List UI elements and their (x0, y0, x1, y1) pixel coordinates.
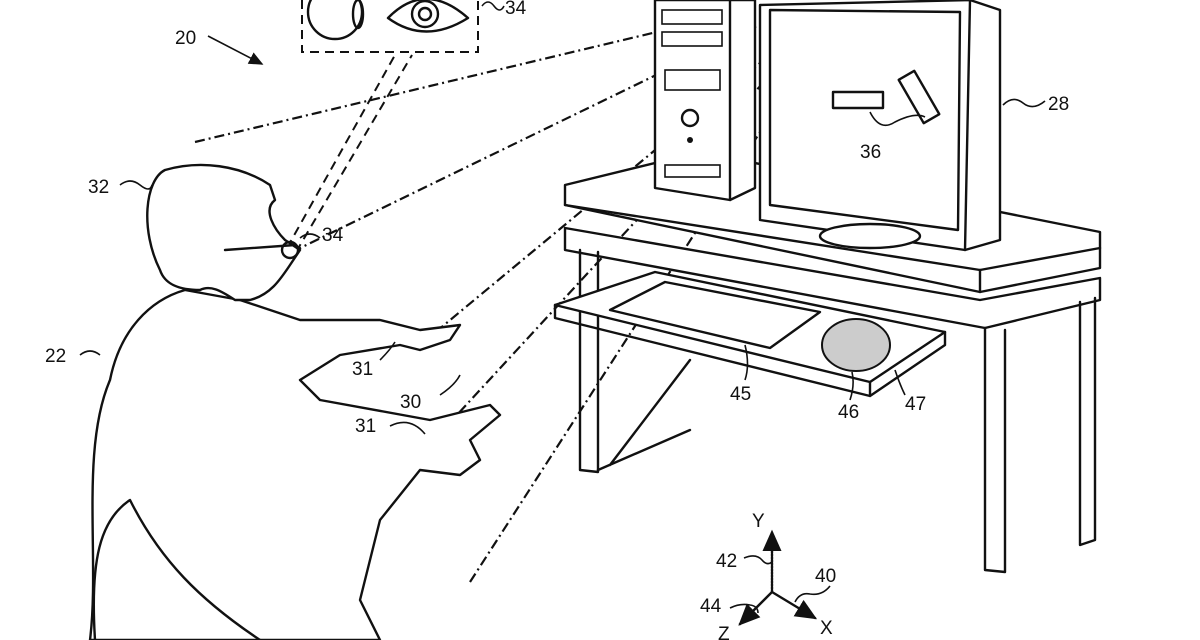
y-axis-label: Y (752, 511, 765, 532)
x-axis (770, 590, 818, 620)
ref-34-inset-label: 34 (505, 0, 527, 19)
user-figure: 32 34 22 31 30 31 (45, 163, 502, 640)
ref-30-label: 30 (400, 392, 421, 413)
ref-42-label: 42 (716, 551, 737, 572)
ref-40-label: 40 (815, 566, 836, 587)
ref-20-label: 20 (175, 28, 196, 49)
eye-inset: 34 (301, 0, 527, 53)
ref-28-label: 28 (1048, 94, 1069, 115)
ref-47-label: 47 (905, 394, 926, 415)
ref-31-upper-label: 31 (352, 359, 373, 380)
ref-46-label: 46 (838, 402, 859, 423)
ref-45-label: 45 (730, 384, 751, 405)
screen-object-2 (897, 69, 941, 125)
display-monitor: 36 28 (758, 0, 1069, 252)
ref-34-label: 34 (322, 225, 344, 246)
ref-32-label: 32 (88, 177, 109, 198)
ref-20-arrow (207, 35, 264, 65)
ref-22-label: 22 (45, 346, 66, 367)
z-axis-label: Z (718, 624, 730, 640)
mouse-pad (821, 318, 891, 372)
keyboard (608, 280, 822, 350)
ref-31-lower-label: 31 (355, 416, 376, 437)
coordinate-axes: Y X Z 42 40 44 (700, 511, 836, 640)
ref-36-label: 36 (860, 142, 881, 163)
eye-sensor (280, 240, 300, 260)
head (146, 163, 302, 302)
eye-front-icon (386, 0, 470, 33)
x-axis-label: X (820, 618, 833, 639)
computer-tower (653, 0, 757, 202)
ref-44-label: 44 (700, 596, 722, 617)
screen-object-1 (831, 90, 885, 110)
